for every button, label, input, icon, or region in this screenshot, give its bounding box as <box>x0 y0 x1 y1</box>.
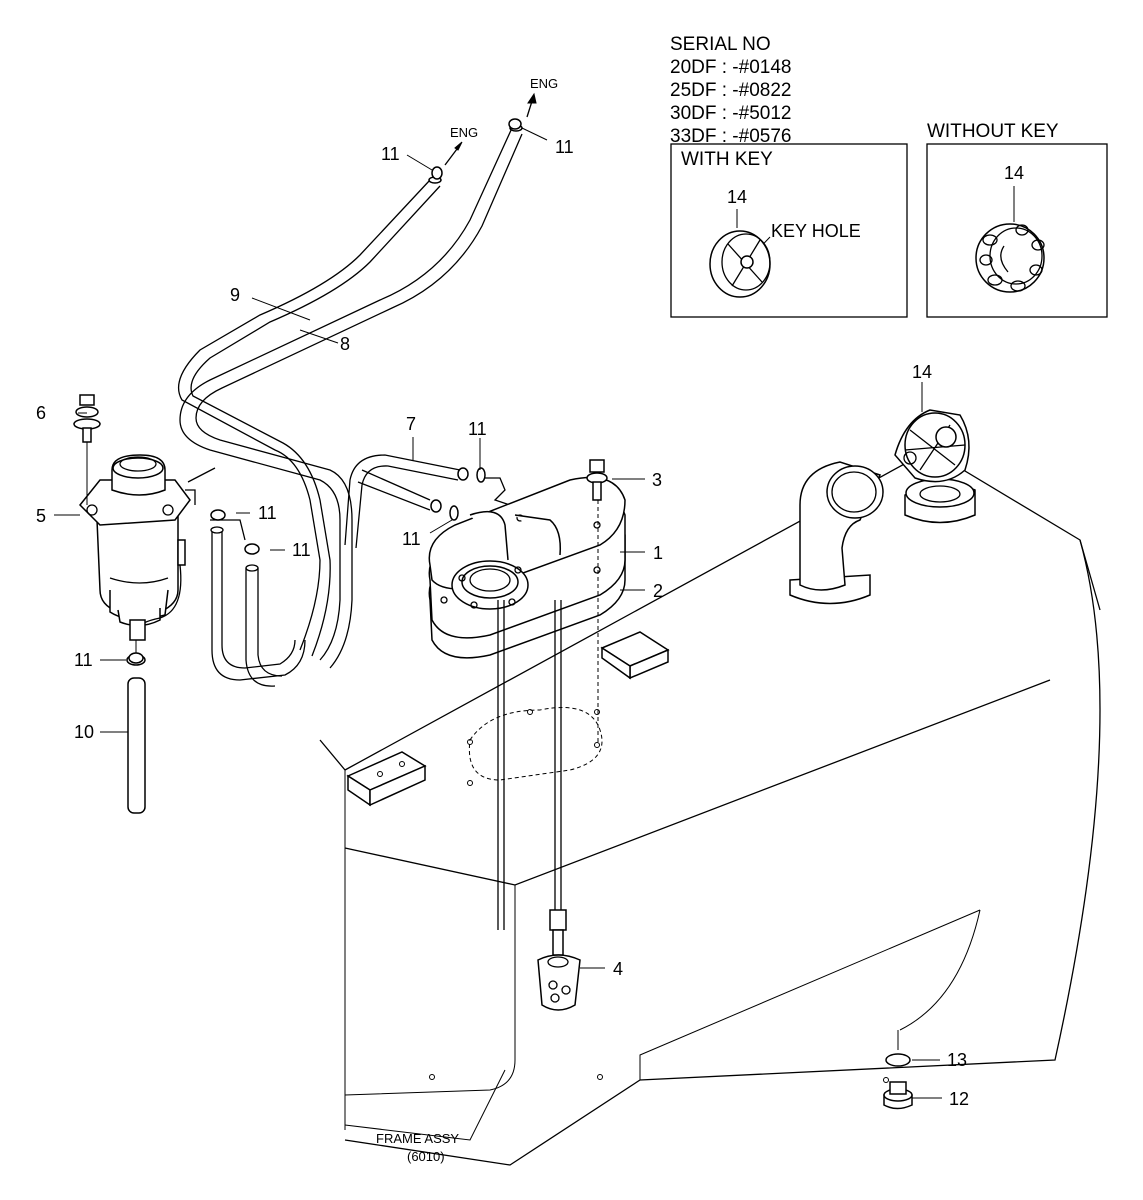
serial-number-block: SERIAL NO 20DF : -#0148 25DF : -#0822 30… <box>670 34 791 147</box>
without-key-title: WITHOUT KEY <box>927 121 1059 142</box>
fuel-cap-with-key-icon <box>709 230 771 298</box>
callout-11-e: 11 <box>402 529 421 549</box>
sender-plate-and-gasket <box>428 476 626 930</box>
callout-13: 13 <box>947 1050 967 1070</box>
callout-7: 7 <box>406 414 416 434</box>
callout-11-c: 11 <box>468 419 487 439</box>
eng-label-2: ENG <box>530 76 558 91</box>
filler-neck <box>789 461 976 605</box>
key-hole-label: KEY HOLE <box>771 221 861 241</box>
callout-11-b: 11 <box>555 137 574 157</box>
callout-2: 2 <box>653 581 663 601</box>
callout-10: 10 <box>74 722 94 742</box>
callout-9: 9 <box>230 285 240 305</box>
without-key-panel: WITHOUT KEY 14 <box>926 121 1108 318</box>
serial-row-20df: 20DF : -#0148 <box>670 57 791 78</box>
callout-11-f: 11 <box>292 540 311 560</box>
callout-8: 8 <box>340 334 350 354</box>
sender-float-4 <box>537 909 581 1011</box>
fuel-cap-without-key-icon <box>975 223 1045 293</box>
callout-12: 12 <box>949 1089 969 1109</box>
hose-clamps-11 <box>128 118 522 664</box>
serial-row-33df: 33DF : -#0576 <box>670 126 791 147</box>
hose-7 <box>344 454 511 549</box>
frame-assy-number: (6010) <box>407 1149 445 1164</box>
callout-11-a: 11 <box>381 144 400 164</box>
with-key-part-no: 14 <box>727 187 747 207</box>
with-key-title: WITH KEY <box>681 149 773 170</box>
eng-label-1: ENG <box>450 125 478 140</box>
callout-leaders <box>54 127 942 1099</box>
frame-assy-label: FRAME ASSY (6010) <box>376 1131 459 1164</box>
callout-11-g: 11 <box>74 650 93 670</box>
serial-row-25df: 25DF : -#0822 <box>670 80 791 101</box>
eng-arrows: ENG ENG <box>444 76 558 166</box>
callout-5: 5 <box>36 506 46 526</box>
frame-assy-name: FRAME ASSY <box>376 1131 459 1146</box>
callout-1: 1 <box>653 543 663 563</box>
without-key-part-no: 14 <box>1004 163 1024 183</box>
serial-heading: SERIAL NO <box>670 34 771 55</box>
screw-6 <box>73 394 101 505</box>
callout-6: 6 <box>36 403 46 423</box>
with-key-panel: WITH KEY 14 KEY HOLE <box>670 143 908 318</box>
callout-numbers: 11 11 9 8 14 6 7 11 3 5 11 11 11 1 2 11 … <box>36 137 969 1109</box>
fuel-filter <box>78 454 246 641</box>
fuel-cap-14 <box>894 382 970 483</box>
screw-3 <box>586 459 608 501</box>
callout-4: 4 <box>613 959 623 979</box>
drain-plug-and-oring <box>883 1030 913 1110</box>
callout-3: 3 <box>652 470 662 490</box>
callout-11-d: 11 <box>258 503 277 523</box>
fuel-tank <box>319 449 1101 1166</box>
serial-row-30df: 30DF : -#5012 <box>670 103 791 124</box>
callout-14: 14 <box>912 362 932 382</box>
hose-10 <box>126 640 146 814</box>
